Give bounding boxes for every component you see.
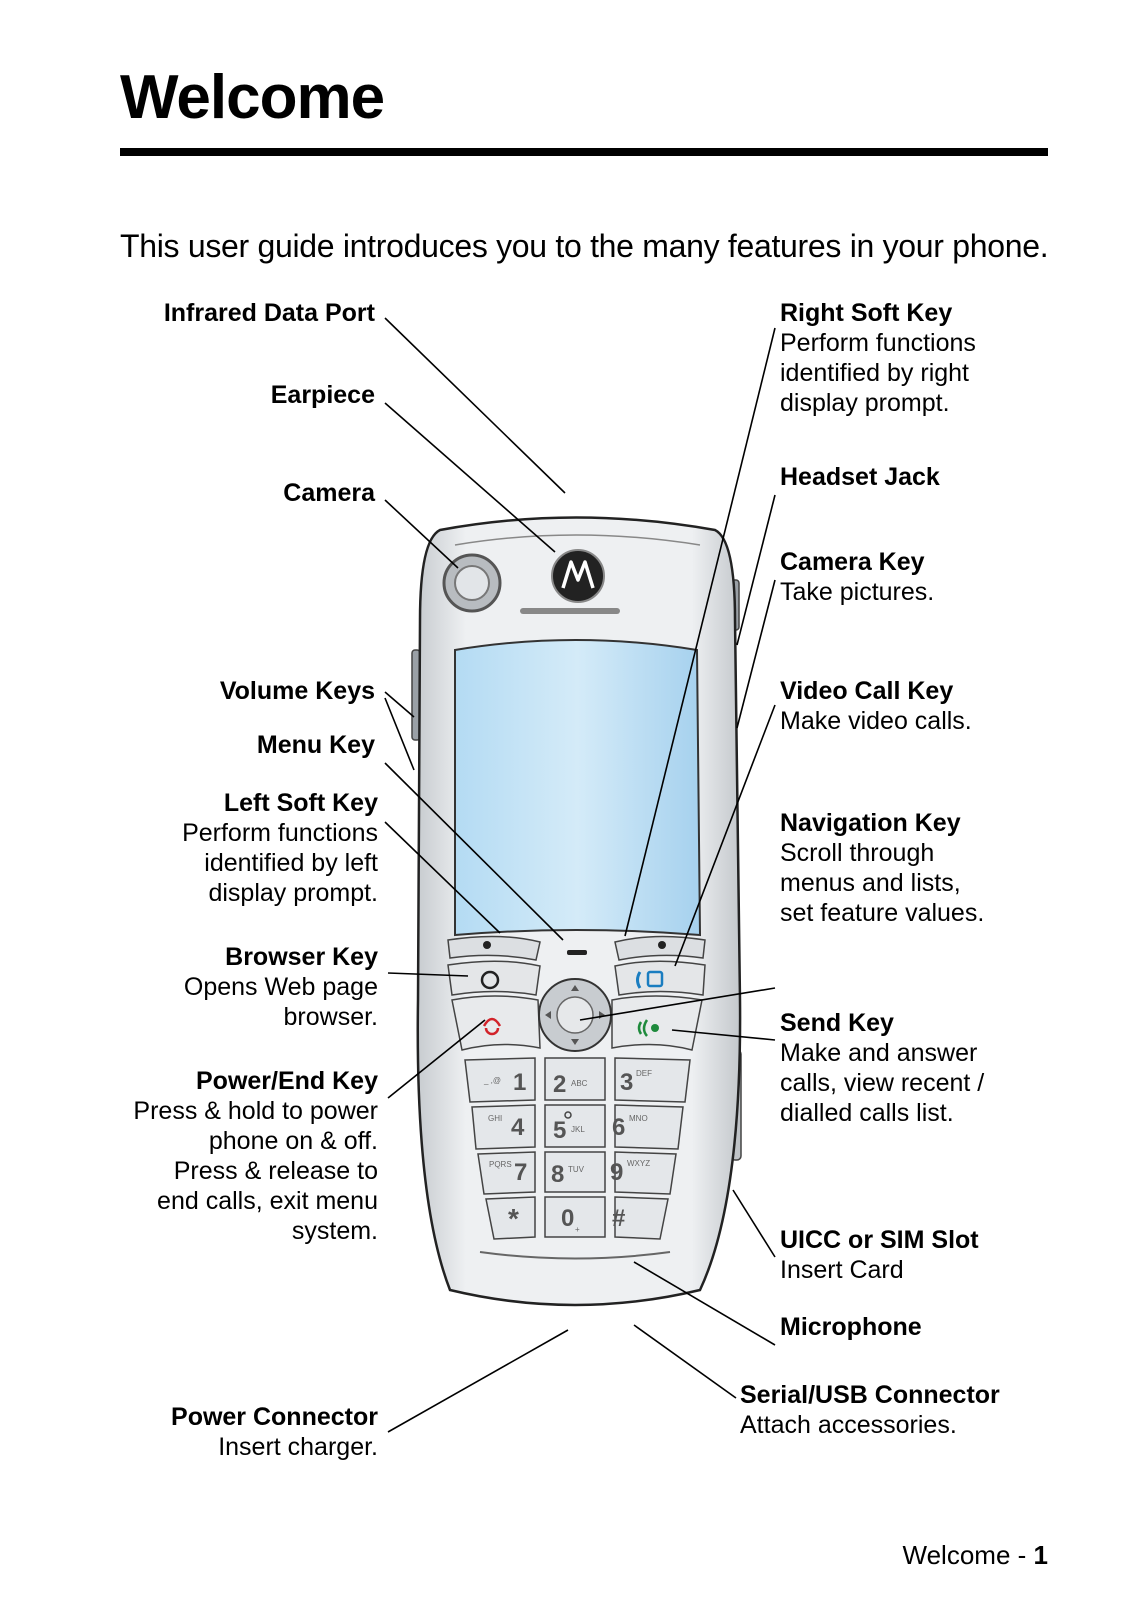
label-desc-line: dialled calls list.: [780, 1099, 954, 1127]
label-heading: Left Soft Key: [223, 789, 378, 817]
key-3-digit: 3: [620, 1069, 633, 1096]
earpiece-slot-shape: [520, 608, 620, 614]
label-heading: Power/End Key: [196, 1067, 378, 1095]
label-heading: Camera: [283, 479, 375, 507]
key-3-letters: DEF: [636, 1069, 652, 1078]
label-desc-line: system.: [291, 1217, 378, 1245]
label-right-soft-key: Right Soft Key Perform functions identif…: [780, 298, 976, 418]
label-desc-line: end calls, exit menu: [157, 1187, 378, 1215]
label-desc-line: Insert charger.: [218, 1433, 378, 1461]
label-volume-keys: Volume Keys: [220, 676, 375, 706]
label-uicc-sim-slot: UICC or SIM Slot Insert Card: [780, 1225, 979, 1285]
page-footer: Welcome - 1: [903, 1540, 1048, 1571]
label-heading: Headset Jack: [780, 463, 940, 491]
key-0-digit: 0: [561, 1205, 574, 1232]
key-9-digit: 9: [610, 1159, 623, 1186]
label-camera-key: Camera Key Take pictures.: [780, 547, 934, 607]
label-desc-line: identified by left: [204, 849, 378, 877]
label-desc-line: Insert Card: [780, 1256, 904, 1284]
key-8-digit: 8: [551, 1161, 564, 1188]
label-desc-line: calls, view recent /: [780, 1069, 985, 1097]
label-power-connector: Power Connector Insert charger.: [171, 1402, 378, 1462]
label-desc-line: Attach accessories.: [740, 1411, 957, 1439]
label-desc-line: set feature values.: [780, 899, 985, 927]
label-earpiece: Earpiece: [271, 380, 375, 410]
label-desc-line: Make video calls.: [780, 707, 972, 735]
label-desc-line: Take pictures.: [780, 578, 935, 606]
keypad-shape: [464, 1057, 691, 1240]
label-desc-line: display prompt.: [780, 389, 950, 417]
label-navigation-key: Navigation Key Scroll through menus and …: [780, 808, 984, 928]
label-menu-key: Menu Key: [257, 730, 375, 760]
key-1-digit: 1: [513, 1069, 526, 1096]
label-desc-line: identified by right: [780, 359, 970, 387]
label-desc-line: phone on & off.: [208, 1127, 378, 1155]
label-heading: Serial/USB Connector: [740, 1381, 1000, 1409]
key-0-letters: +: [575, 1225, 580, 1234]
label-desc-line: Press & release to: [173, 1157, 378, 1185]
label-heading: Menu Key: [256, 731, 375, 759]
label-camera: Camera: [283, 478, 375, 508]
key-6-letters: MNO: [629, 1114, 648, 1123]
title-rule: [120, 148, 1048, 156]
key-2-digit: 2: [553, 1071, 566, 1098]
key-4-letters: GHI: [488, 1114, 502, 1123]
label-serial-usb-connector: Serial/USB Connector Attach accessories.: [740, 1380, 1000, 1440]
label-desc-line: Scroll through: [780, 839, 935, 867]
footer-section: Welcome -: [902, 1540, 1034, 1570]
label-heading: Navigation Key: [780, 809, 961, 837]
label-left-soft-key: Left Soft Key Perform functions identifi…: [182, 788, 378, 908]
key-9-letters: WXYZ: [627, 1159, 650, 1168]
browser-key-shape: [447, 960, 541, 996]
label-heading: Video Call Key: [780, 677, 954, 705]
label-desc-line: Make and answer: [780, 1039, 978, 1067]
page-title: Welcome: [120, 63, 385, 132]
label-heading: Volume Keys: [219, 677, 375, 705]
label-heading: Browser Key: [225, 943, 378, 971]
label-power-end-key: Power/End Key Press & hold to power phon…: [133, 1066, 378, 1246]
key-7-digit: 7: [514, 1159, 527, 1186]
label-microphone: Microphone: [780, 1312, 922, 1342]
label-heading: UICC or SIM Slot: [780, 1226, 979, 1254]
key-4-digit: 4: [511, 1114, 525, 1141]
label-heading: Camera Key: [780, 548, 925, 576]
intro-text: This user guide introduces you to the ma…: [120, 228, 1049, 264]
key-5-letters: JKL: [571, 1125, 585, 1134]
send-key-shape: [611, 995, 703, 1051]
key-1-letters: _ ,@: [483, 1076, 501, 1085]
key-7-letters: PQRS: [489, 1160, 512, 1169]
key-8-letters: TUV: [568, 1165, 585, 1174]
label-heading: Microphone: [780, 1313, 922, 1341]
key-hash-digit: #: [612, 1205, 625, 1232]
key-6-digit: 6: [612, 1114, 625, 1141]
key-2-letters: ABC: [571, 1079, 588, 1088]
label-video-call-key: Video Call Key Make video calls.: [780, 676, 972, 736]
key-star-digit: *: [508, 1203, 519, 1234]
key-5-digit: 5: [553, 1117, 566, 1144]
label-desc-line: Perform functions: [780, 329, 976, 357]
label-heading: Earpiece: [270, 381, 375, 409]
label-desc-line: Press & hold to power: [133, 1097, 378, 1125]
label-headset-jack: Headset Jack: [780, 462, 940, 492]
label-heading: Power Connector: [171, 1403, 378, 1431]
label-heading: Send Key: [780, 1009, 894, 1037]
end-key-shape: [451, 995, 541, 1051]
label-desc-line: display prompt.: [208, 879, 378, 907]
label-desc-line: Opens Web page: [183, 973, 378, 1001]
label-desc-line: browser.: [283, 1003, 378, 1031]
label-desc-line: Perform functions: [182, 819, 378, 847]
menu-key-shape: [567, 950, 587, 955]
label-desc-line: menus and lists,: [780, 869, 961, 897]
label-heading: Infrared Data Port: [163, 299, 375, 327]
label-browser-key: Browser Key Opens Web page browser.: [184, 942, 378, 1032]
footer-page-number: 1: [1033, 1540, 1048, 1570]
label-send-key: Send Key Make and answer calls, view rec…: [780, 1008, 984, 1128]
display-screen-shape: [454, 639, 702, 937]
label-heading: Right Soft Key: [780, 299, 953, 327]
video-call-key-shape: [614, 960, 706, 996]
label-infrared-data-port: Infrared Data Port: [164, 298, 375, 328]
